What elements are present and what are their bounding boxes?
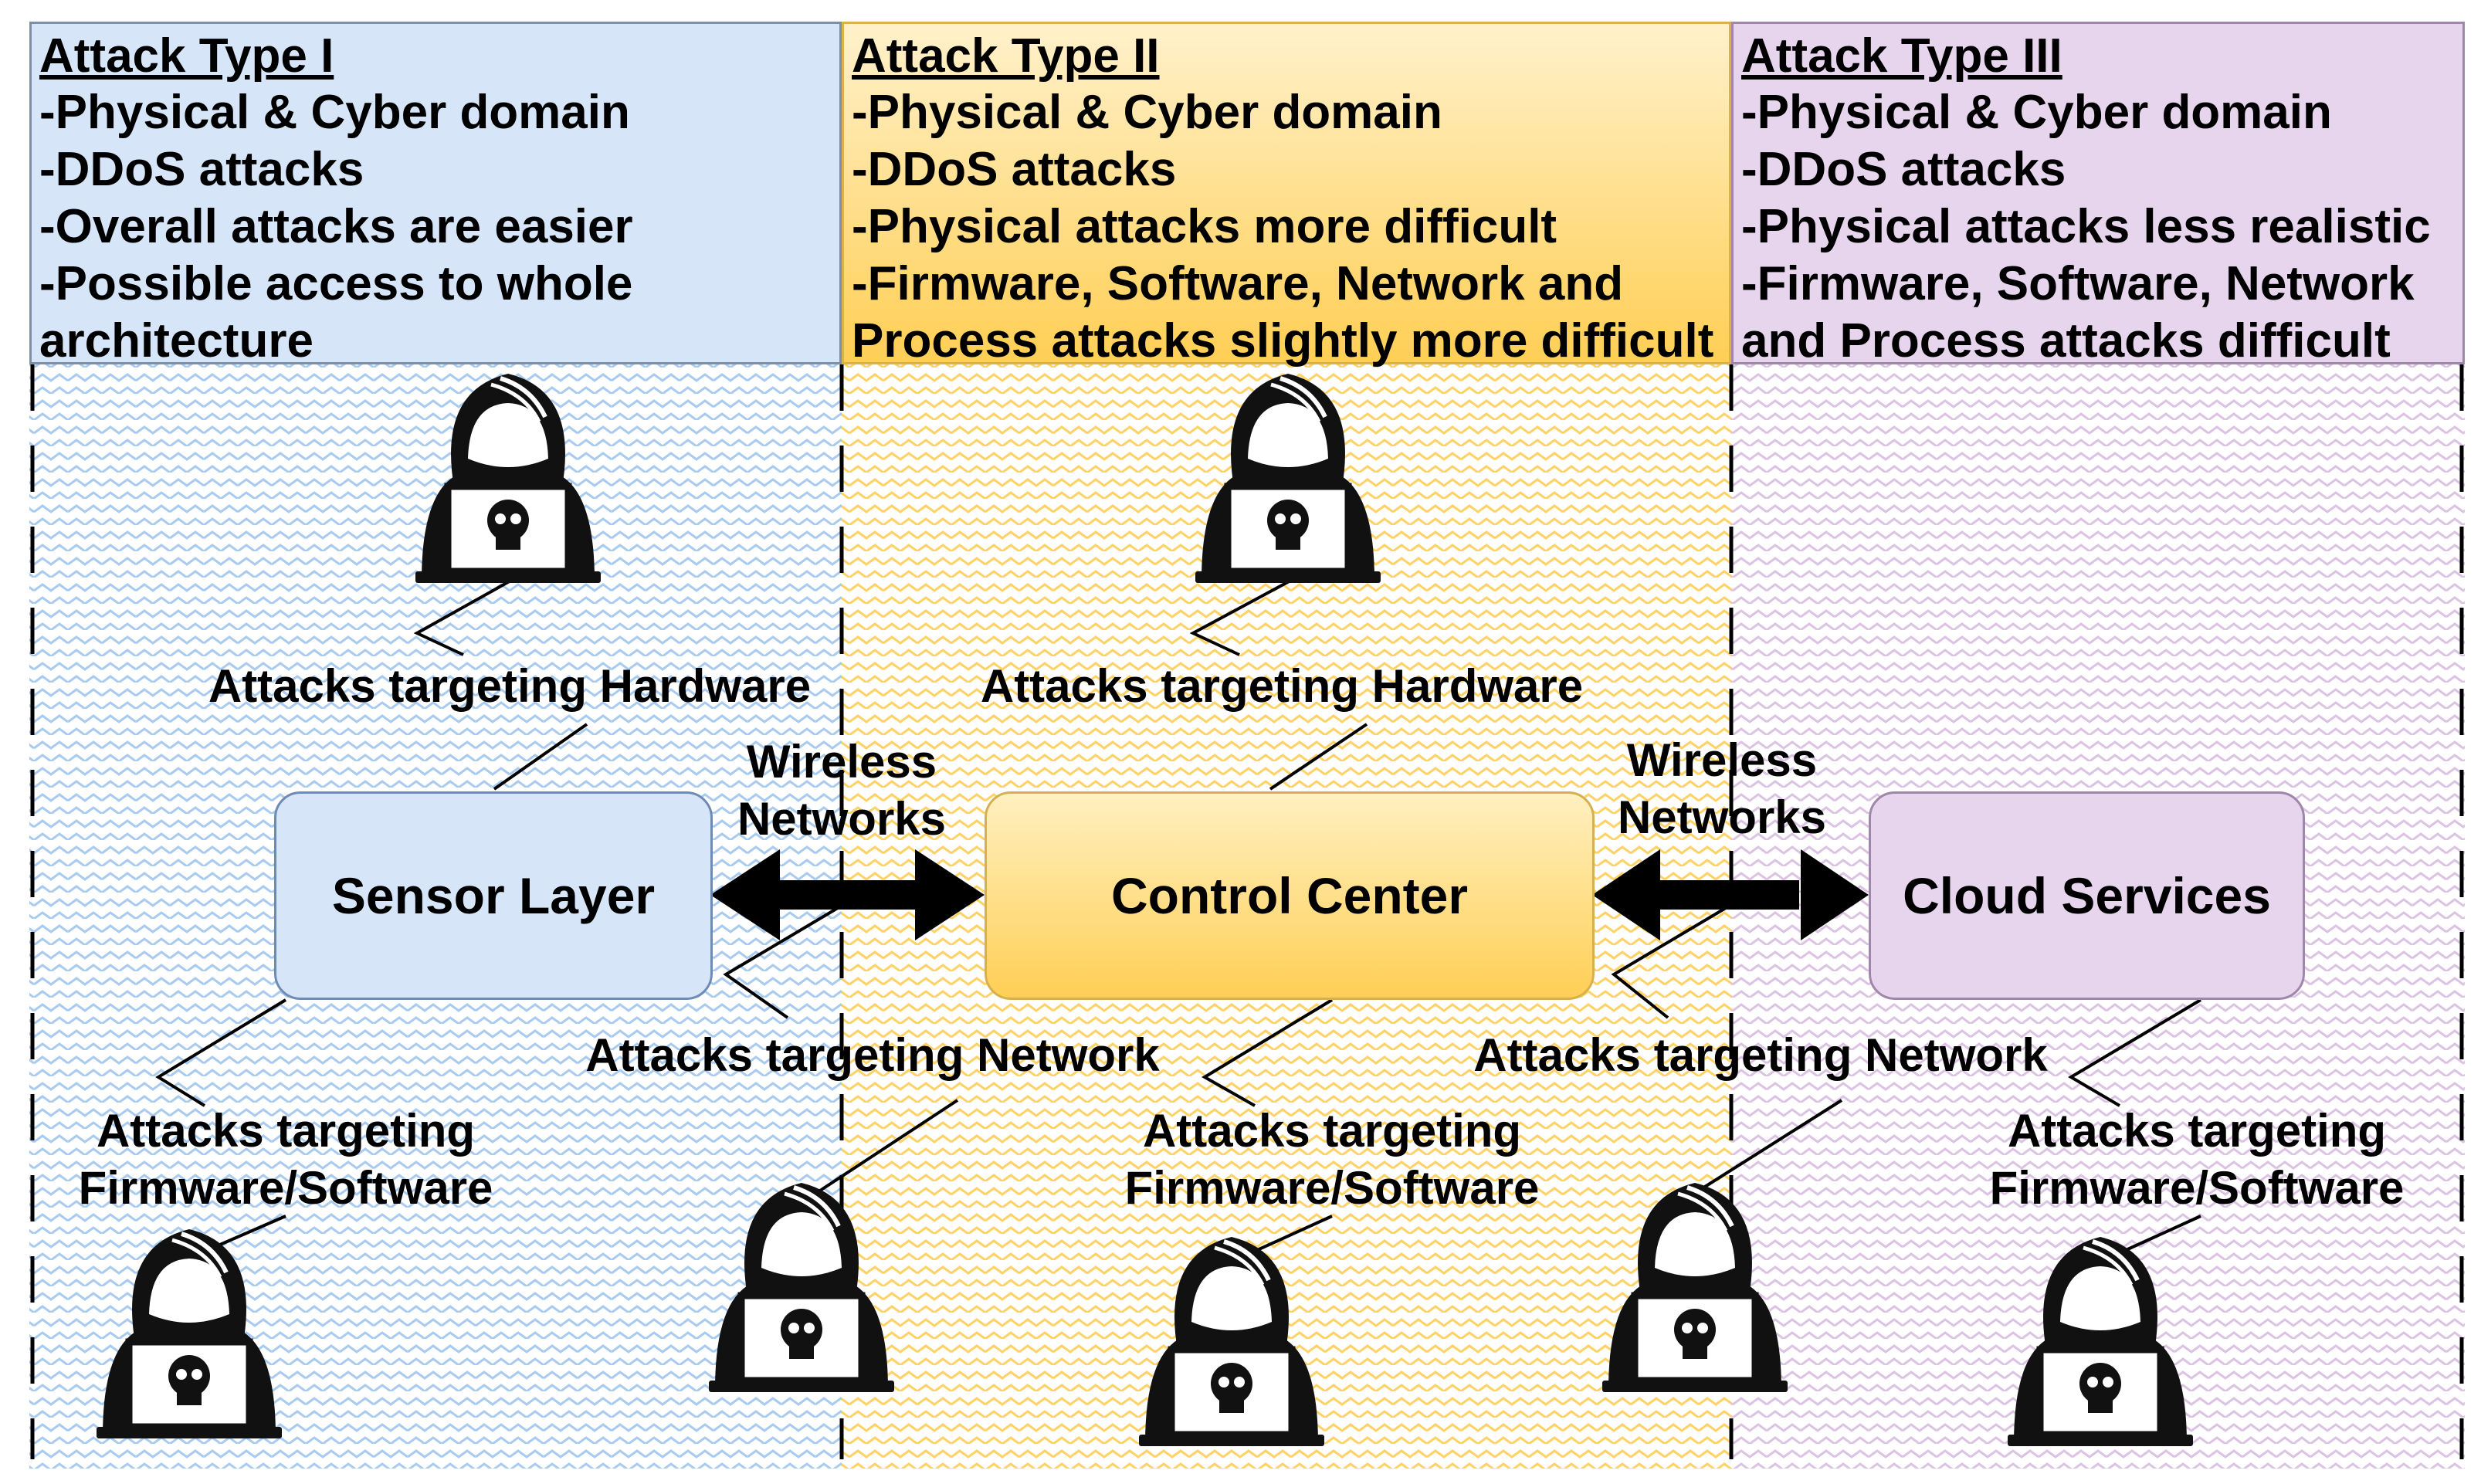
callout-lines <box>155 578 2202 1256</box>
attack-type-1-line: -DDoS attacks <box>39 143 364 196</box>
attack-type-1-line: -Physical & Cyber domain <box>39 86 630 139</box>
attack-type-1-line: architecture <box>39 314 314 368</box>
attack-type-2-line: -Firmware, Software, Network and <box>852 257 1624 310</box>
attack-type-2-line: Process attacks slightly more difficult <box>852 314 1714 368</box>
attack-type-3-line: -Physical & Cyber domain <box>1741 86 2332 139</box>
hardware-attack-label: Attacks targeting Hardware <box>208 660 812 712</box>
firmware-label-line: Firmware/Software <box>78 1162 493 1214</box>
wireless-arrow-2 <box>1592 849 1869 940</box>
wireless-label-line: Wireless <box>746 736 937 788</box>
cloud-services-node: Cloud Services <box>1869 791 2305 1000</box>
attack-type-2-line: -Physical attacks more difficult <box>852 200 1557 253</box>
attack-type-2-title: Attack Type II <box>852 29 1160 83</box>
firmware-label-line: Attacks targeting <box>96 1105 476 1157</box>
firmware-attack-label: Attacks targeting Firmware/Software <box>1108 1103 1556 1217</box>
firmware-label-line: Firmware/Software <box>1989 1162 2405 1214</box>
attack-type-3-line: -Firmware, Software, Network <box>1741 257 2415 310</box>
attack-type-1-line: -Overall attacks are easier <box>39 200 633 253</box>
attack-type-3-panel: Attack Type III -Physical & Cyber domain… <box>1731 22 2465 368</box>
firmware-attack-label: Attacks targeting Firmware/Software <box>1973 1103 2421 1217</box>
firmware-label-line: Attacks targeting <box>2007 1105 2387 1157</box>
attack-type-2-line: -DDoS attacks <box>852 143 1177 196</box>
wireless-arrow-1 <box>710 849 985 940</box>
attack-type-2-line: -Physical & Cyber domain <box>852 86 1442 139</box>
attack-type-1-title: Attack Type I <box>39 29 334 83</box>
wireless-label-line: Networks <box>1617 791 1827 843</box>
firmware-label-line: Firmware/Software <box>1124 1162 1540 1214</box>
wireless-networks-label: Wireless Networks <box>734 734 950 848</box>
attack-type-3-line: -DDoS attacks <box>1741 143 2066 196</box>
network-attack-label: Attacks targeting Network <box>1473 1029 2048 1081</box>
attack-type-3-line: -Physical attacks less realistic <box>1741 200 2431 253</box>
control-center-node: Control Center <box>985 791 1595 1000</box>
wireless-label-line: Networks <box>737 793 947 845</box>
firmware-label-line: Attacks targeting <box>1142 1105 1522 1157</box>
attack-type-3-title: Attack Type III <box>1741 29 2062 83</box>
attack-type-1-panel: Attack Type I -Physical & Cyber domain -… <box>29 22 842 368</box>
attack-type-3-line: and Process attacks difficult <box>1741 314 2391 368</box>
firmware-attack-label: Attacks targeting Firmware/Software <box>62 1103 510 1217</box>
wireless-networks-label: Wireless Networks <box>1610 732 1834 846</box>
wireless-label-line: Wireless <box>1626 734 1818 786</box>
sensor-layer-node: Sensor Layer <box>274 791 713 1000</box>
attack-type-1-line: -Possible access to whole <box>39 257 633 310</box>
network-attack-label: Attacks targeting Network <box>585 1029 1160 1081</box>
hardware-attack-label: Attacks targeting Hardware <box>980 660 1584 712</box>
attack-type-2-panel: Attack Type II -Physical & Cyber domain … <box>842 22 1731 368</box>
